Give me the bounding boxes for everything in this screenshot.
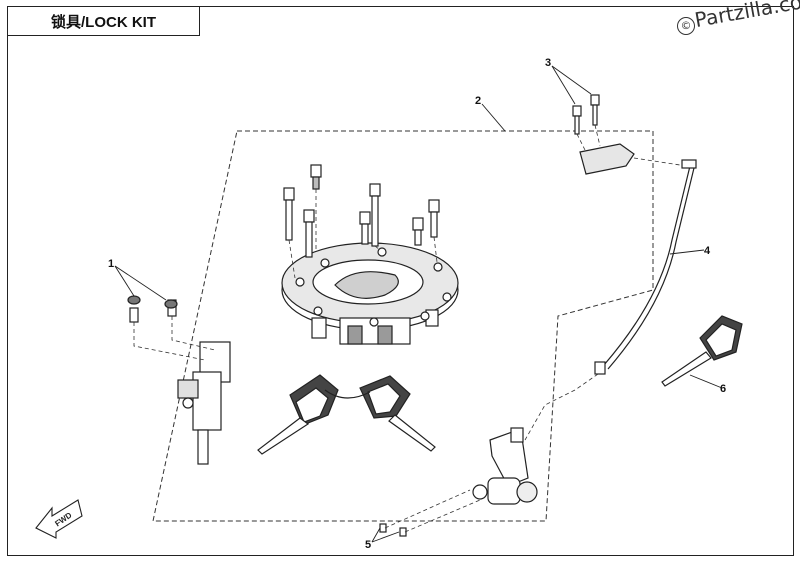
seat-lock-assembly bbox=[379, 427, 538, 537]
fuel-cap-lock bbox=[281, 242, 459, 345]
copyright-icon: © bbox=[677, 17, 695, 35]
seat-lock-cable bbox=[594, 159, 697, 375]
seat-lock-bracket bbox=[572, 94, 635, 175]
callout-5: 5 bbox=[365, 539, 371, 551]
callout-4: 4 bbox=[704, 245, 711, 257]
forward-arrow-icon: FWD bbox=[35, 499, 83, 539]
bolt-guides bbox=[288, 189, 438, 279]
cap-bolts bbox=[283, 164, 440, 258]
switch-guide bbox=[133, 322, 206, 361]
callout-1: 1 bbox=[108, 258, 114, 270]
spare-key bbox=[661, 315, 743, 387]
title-box: 锁具/LOCK KIT bbox=[7, 6, 200, 36]
drawing-frame bbox=[7, 6, 794, 556]
ignition-switch bbox=[127, 295, 231, 465]
key-pair bbox=[257, 374, 436, 455]
callout-3: 3 bbox=[545, 57, 551, 69]
callout-2: 2 bbox=[475, 95, 481, 107]
assembly-outline bbox=[152, 130, 654, 522]
callout-6: 6 bbox=[720, 383, 726, 395]
leader-lines bbox=[114, 65, 723, 543]
diagram-title: 锁具/LOCK KIT bbox=[51, 13, 156, 31]
